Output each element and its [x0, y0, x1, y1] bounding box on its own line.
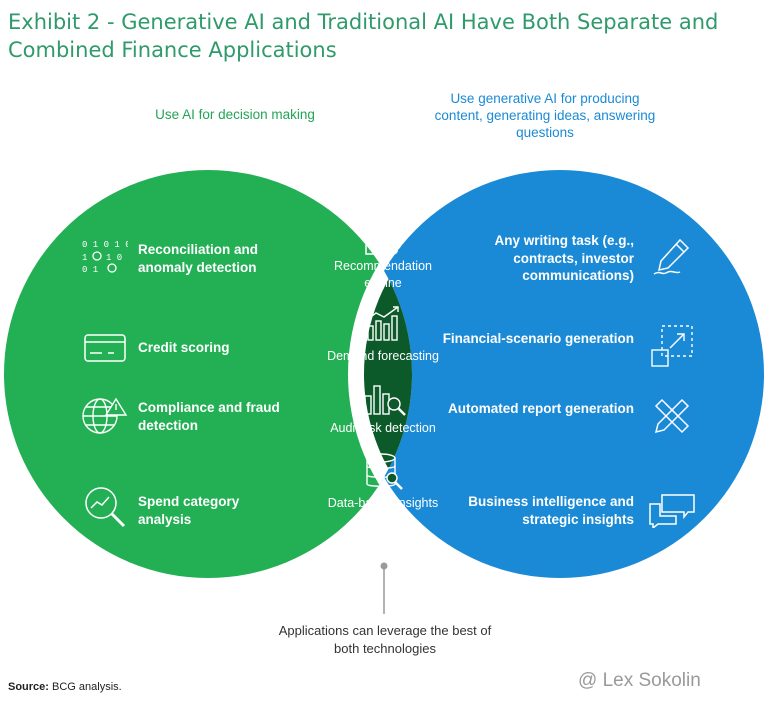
overlap-item-data-insights: Data-based insights	[327, 496, 439, 510]
generative-ai-header: Use generative AI for producing content,…	[434, 91, 656, 140]
traditional-ai-circle	[4, 170, 412, 578]
bar-chart-up-icon	[366, 306, 399, 341]
overlap-item-demand-forecasting: Demand forecasting	[327, 349, 439, 363]
database-search-icon	[366, 453, 403, 490]
right-item-business-intelligence: Business intelligence and strategic insi…	[468, 494, 634, 527]
left-item-spend-analysis: Spend category analysis	[138, 494, 240, 527]
overlap-item-audit-risk: Audit risk detection	[330, 421, 436, 435]
svg-text:1 0: 1 0	[106, 253, 122, 263]
credit-card-icon	[84, 334, 126, 362]
generative-ai-circle	[356, 170, 764, 578]
binary-gears-icon: 0 1 0 1 0 1 1 0 0 1	[82, 240, 128, 275]
left-item-credit-scoring: Credit scoring	[138, 340, 230, 355]
right-item-writing: Any writing task (e.g., contracts, inves…	[494, 233, 634, 283]
globe-warning-icon	[82, 397, 128, 434]
bars-magnifier-icon	[364, 385, 406, 416]
right-item-scenario: Financial-scenario generation	[442, 331, 634, 346]
left-item-reconciliation: Reconciliation and anomaly detection	[138, 242, 259, 275]
svg-text:0 1: 0 1	[82, 265, 98, 275]
watermark: @ Lex Sokolin	[578, 670, 701, 691]
traditional-ai-header: Use AI for decision making	[155, 107, 315, 122]
source-label: Source:	[8, 681, 49, 693]
svg-text:1: 1	[82, 253, 87, 263]
overlap-item-recommendation: Recommendation engine	[334, 259, 432, 290]
pen-icon	[653, 238, 690, 275]
chat-bubbles-icon	[649, 494, 695, 528]
source-text: BCG analysis.	[52, 681, 122, 693]
scenario-arrow-icon	[651, 325, 693, 367]
source-line: Source: BCG analysis.	[8, 681, 122, 693]
overlap-note: Applications can leverage the best of bo…	[278, 623, 492, 656]
pencil-ruler-icon	[654, 398, 690, 434]
right-item-report: Automated report generation	[447, 401, 634, 416]
left-item-compliance: Compliance and fraud detection	[138, 400, 280, 433]
svg-text:0 1 0 1 0: 0 1 0 1 0	[82, 240, 128, 250]
chart-magnifier-icon	[85, 487, 126, 528]
page-title: Exhibit 2 - Generative AI and Traditiona…	[8, 10, 719, 62]
thumbs-up-icon	[365, 221, 402, 255]
